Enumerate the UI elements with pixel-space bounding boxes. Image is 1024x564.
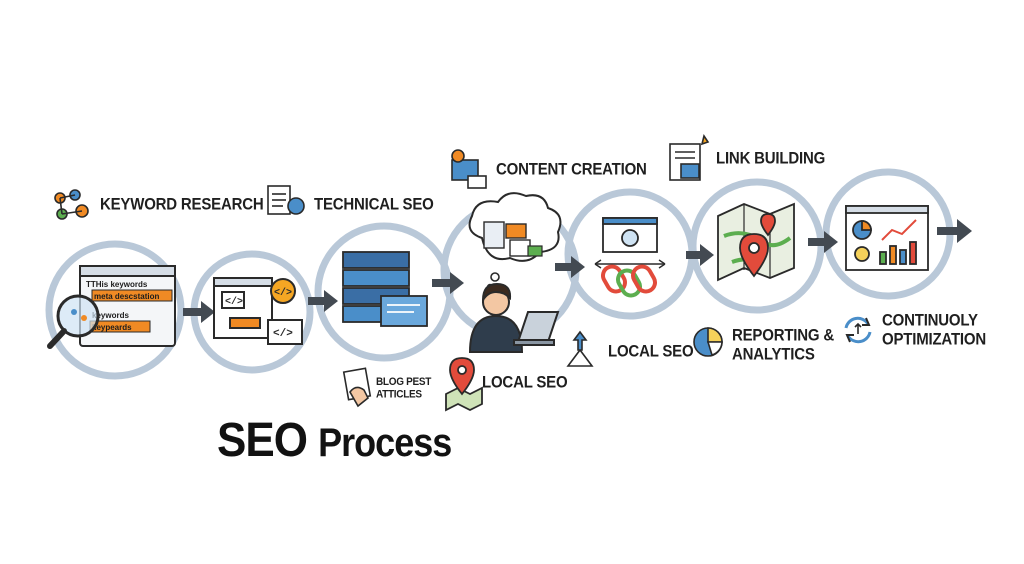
process-arrows bbox=[183, 219, 972, 323]
keyword-line-4: keypeards bbox=[92, 323, 132, 332]
step-label-reporting-analytics: REPORTING & ANALYTICS bbox=[732, 326, 834, 364]
analytics-dashboard-icon bbox=[845, 205, 929, 271]
svg-text:</>: </> bbox=[273, 328, 293, 340]
arrow-3 bbox=[432, 272, 464, 294]
keyword-research-icon bbox=[54, 189, 89, 220]
blog-label-line-1: BLOG PEST bbox=[376, 376, 432, 389]
blog-articles-icon bbox=[342, 367, 372, 408]
step-label-keyword-research: KEYWORD RESEARCH bbox=[100, 195, 264, 215]
reporting-pie-icon bbox=[693, 327, 723, 357]
link-browser-icon bbox=[594, 217, 666, 298]
server-stack-icon bbox=[342, 251, 428, 327]
code-editor-icon: </> </> </> bbox=[213, 277, 303, 345]
step-label-technical-seo: TECHNICAL SEO bbox=[314, 195, 434, 215]
ring-keyword-research bbox=[45, 240, 185, 380]
optimization-line-1: CONTINUOLY bbox=[882, 311, 978, 331]
keyword-line-1: TTHis keywords bbox=[86, 280, 148, 289]
link-building-icon bbox=[669, 134, 710, 181]
title-main: SEO bbox=[217, 413, 308, 467]
arrow-4 bbox=[555, 256, 585, 278]
local-seo-pin-icon bbox=[445, 357, 483, 412]
optimization-line-2: OPTIMIZATION bbox=[882, 330, 986, 350]
map-pin-icon bbox=[717, 202, 795, 282]
step-label-blog-articles: BLOG PEST ATTICLES bbox=[376, 376, 431, 401]
content-creation-icon bbox=[451, 149, 487, 189]
optimization-refresh-icon bbox=[844, 316, 872, 344]
keyword-line-2: meta descstation bbox=[94, 292, 159, 301]
page-title: SEO Process bbox=[217, 413, 452, 468]
arrow-2 bbox=[308, 290, 338, 312]
thought-cloud bbox=[468, 192, 562, 291]
keyword-panel: TTHis keywords meta descstation keywords… bbox=[79, 265, 176, 347]
title-rest: Process bbox=[318, 419, 452, 465]
reporting-line-2: ANALYTICS bbox=[732, 345, 815, 365]
keyword-line-3: keywords bbox=[92, 311, 129, 320]
technical-seo-icon bbox=[267, 185, 305, 215]
step-label-local-seo-upper: LOCAL SEO bbox=[608, 342, 694, 362]
blog-label-line-2: ATTICLES bbox=[376, 388, 422, 401]
magnifier-icon bbox=[47, 294, 100, 349]
step-label-link-building: LINK BUILDING bbox=[716, 149, 826, 169]
step-label-local-seo-lower: LOCAL SEO bbox=[482, 373, 568, 393]
arrow-5 bbox=[686, 244, 714, 266]
arrow-1 bbox=[183, 301, 215, 323]
svg-text:</>: </> bbox=[274, 287, 292, 299]
reporting-line-1: REPORTING & bbox=[732, 326, 834, 346]
arrow-6 bbox=[808, 231, 838, 253]
arrow-7 bbox=[937, 219, 972, 243]
svg-text:</>: </> bbox=[225, 296, 243, 308]
step-label-content-creation: CONTENT CREATION bbox=[496, 160, 647, 180]
person-laptop-icon bbox=[468, 282, 560, 353]
step-label-continuous-optimization: CONTINUOLY OPTIMIZATION bbox=[882, 311, 986, 349]
local-seo-arrow-icon bbox=[566, 330, 594, 367]
